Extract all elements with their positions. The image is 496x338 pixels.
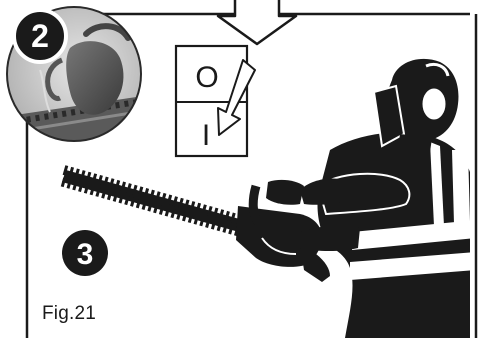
step-badge-3: 3 xyxy=(62,230,108,276)
step-badge-2: 2 xyxy=(14,10,66,62)
operator-figure xyxy=(266,59,476,338)
switch-on-symbol: I xyxy=(202,119,210,152)
step-number-inset: 2 xyxy=(31,18,49,54)
switch-off-symbol: O xyxy=(195,61,218,94)
figure-label: Fig.21 xyxy=(42,303,96,325)
step-number-main: 3 xyxy=(77,238,94,271)
down-arrow-icon xyxy=(218,0,296,44)
power-switch: O I xyxy=(176,46,255,156)
